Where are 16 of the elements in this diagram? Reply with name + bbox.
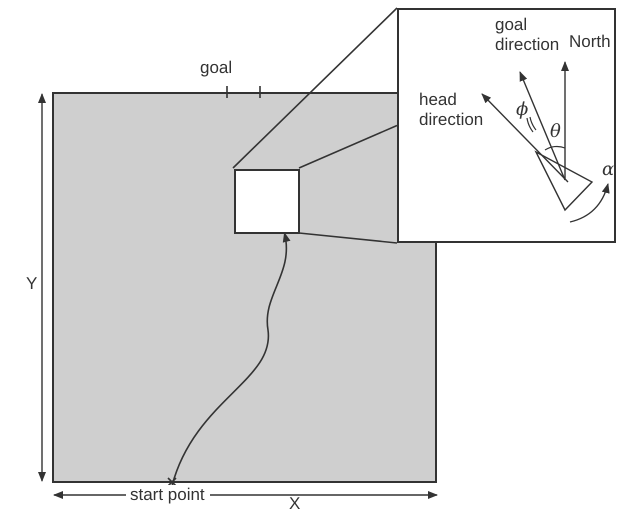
projection-line: [232, 7, 398, 169]
projection-line: [298, 124, 398, 169]
vector-label: North: [569, 32, 612, 52]
trajectory-arrow: [171, 232, 290, 486]
zoom-inset-panel: [397, 8, 616, 243]
axis-label: Y: [26, 274, 38, 294]
vector-label: head direction: [419, 90, 484, 130]
angle-symbol: ϕ: [516, 100, 530, 120]
projection-line: [298, 232, 398, 244]
angle-symbol: θ: [550, 122, 562, 142]
vector-label: goal direction: [495, 15, 560, 55]
angle-symbol: α: [602, 160, 616, 180]
zoom-window: [234, 169, 300, 234]
point-label: start point: [126, 485, 210, 505]
goal-label: goal: [200, 58, 232, 78]
axis-label: X: [289, 494, 300, 514]
